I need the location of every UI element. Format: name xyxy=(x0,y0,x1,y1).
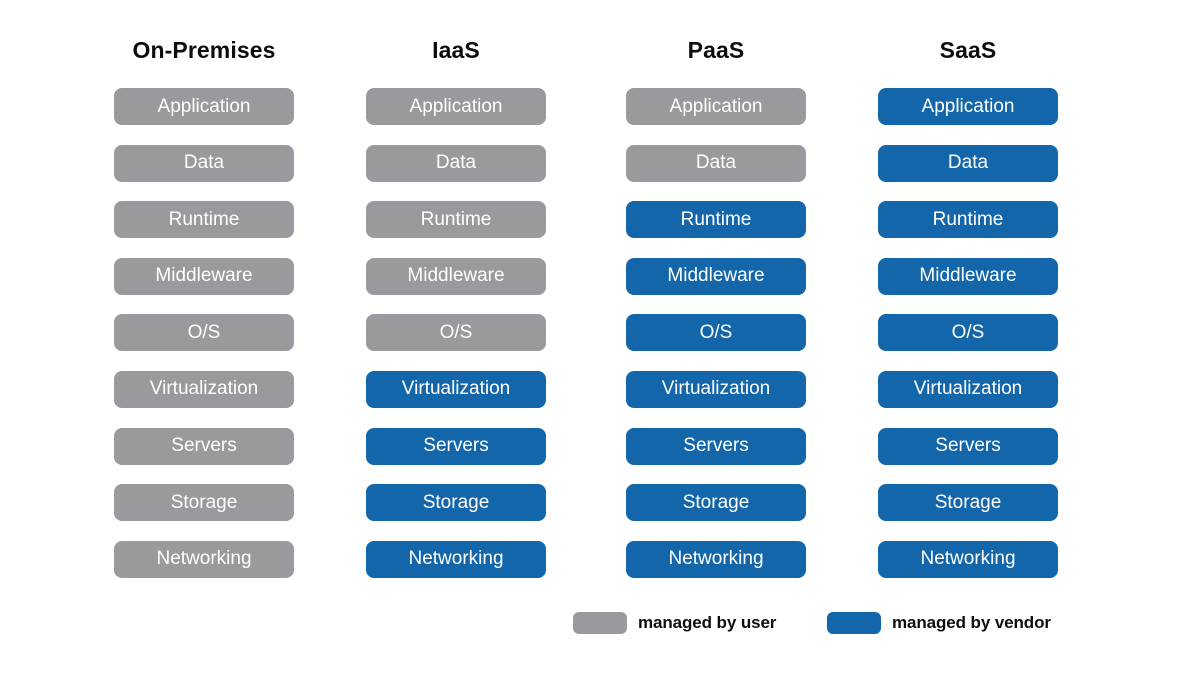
layer-box-saas-data: Data xyxy=(878,144,1058,182)
layer-box-saas-runtime: Runtime xyxy=(878,201,1058,239)
layer-box-on-premises-runtime: Runtime xyxy=(114,201,294,239)
layer-box-paas-application: Application xyxy=(626,88,806,125)
layer-box-paas-virtualization: Virtualization xyxy=(626,370,806,408)
layer-box-iaas-o-s: O/S xyxy=(366,314,546,352)
layer-box-iaas-storage: Storage xyxy=(366,484,546,522)
column-header-saas: SaaS xyxy=(939,37,997,63)
layer-box-on-premises-data: Data xyxy=(114,144,294,182)
layer-box-saas-servers: Servers xyxy=(878,427,1058,465)
legend-swatch-user xyxy=(573,612,627,634)
layer-box-saas-o-s: O/S xyxy=(878,314,1058,352)
layer-box-iaas-virtualization: Virtualization xyxy=(366,370,546,408)
legend-item-vendor: managed by vendor xyxy=(827,612,1051,634)
layer-box-saas-middleware: Middleware xyxy=(878,257,1058,295)
layer-box-paas-runtime: Runtime xyxy=(626,201,806,239)
layer-box-paas-networking: Networking xyxy=(626,540,806,578)
layer-box-iaas-runtime: Runtime xyxy=(366,201,546,239)
layer-box-on-premises-o-s: O/S xyxy=(114,314,294,352)
legend-label-vendor: managed by vendor xyxy=(892,613,1051,632)
layer-box-paas-middleware: Middleware xyxy=(626,257,806,295)
legend-label-user: managed by user xyxy=(638,613,777,632)
layer-box-iaas-middleware: Middleware xyxy=(366,257,546,295)
layer-box-iaas-application: Application xyxy=(366,88,546,125)
legend: managed by user managed by vendor xyxy=(0,612,1200,638)
layer-box-on-premises-networking: Networking xyxy=(114,540,294,578)
legend-item-user: managed by user xyxy=(573,612,776,634)
layer-box-iaas-networking: Networking xyxy=(366,540,546,578)
legend-swatch-vendor xyxy=(827,612,881,634)
column-header-on-premises: On-Premises xyxy=(132,37,276,63)
column-header-paas: PaaS xyxy=(687,37,745,63)
layer-box-saas-networking: Networking xyxy=(878,540,1058,578)
column-header-iaas: IaaS xyxy=(432,37,480,63)
layer-box-paas-data: Data xyxy=(626,144,806,182)
layer-box-iaas-data: Data xyxy=(366,144,546,182)
layer-box-saas-virtualization: Virtualization xyxy=(878,370,1058,408)
layer-box-paas-servers: Servers xyxy=(626,427,806,465)
layer-box-on-premises-storage: Storage xyxy=(114,484,294,522)
layer-box-paas-o-s: O/S xyxy=(626,314,806,352)
layer-box-paas-storage: Storage xyxy=(626,484,806,522)
layer-box-on-premises-servers: Servers xyxy=(114,427,294,465)
layer-box-on-premises-middleware: Middleware xyxy=(114,257,294,295)
layer-box-iaas-servers: Servers xyxy=(366,427,546,465)
layer-box-saas-application: Application xyxy=(878,88,1058,125)
layer-box-on-premises-application: Application xyxy=(114,88,294,125)
layer-box-on-premises-virtualization: Virtualization xyxy=(114,370,294,408)
layer-box-saas-storage: Storage xyxy=(878,484,1058,522)
